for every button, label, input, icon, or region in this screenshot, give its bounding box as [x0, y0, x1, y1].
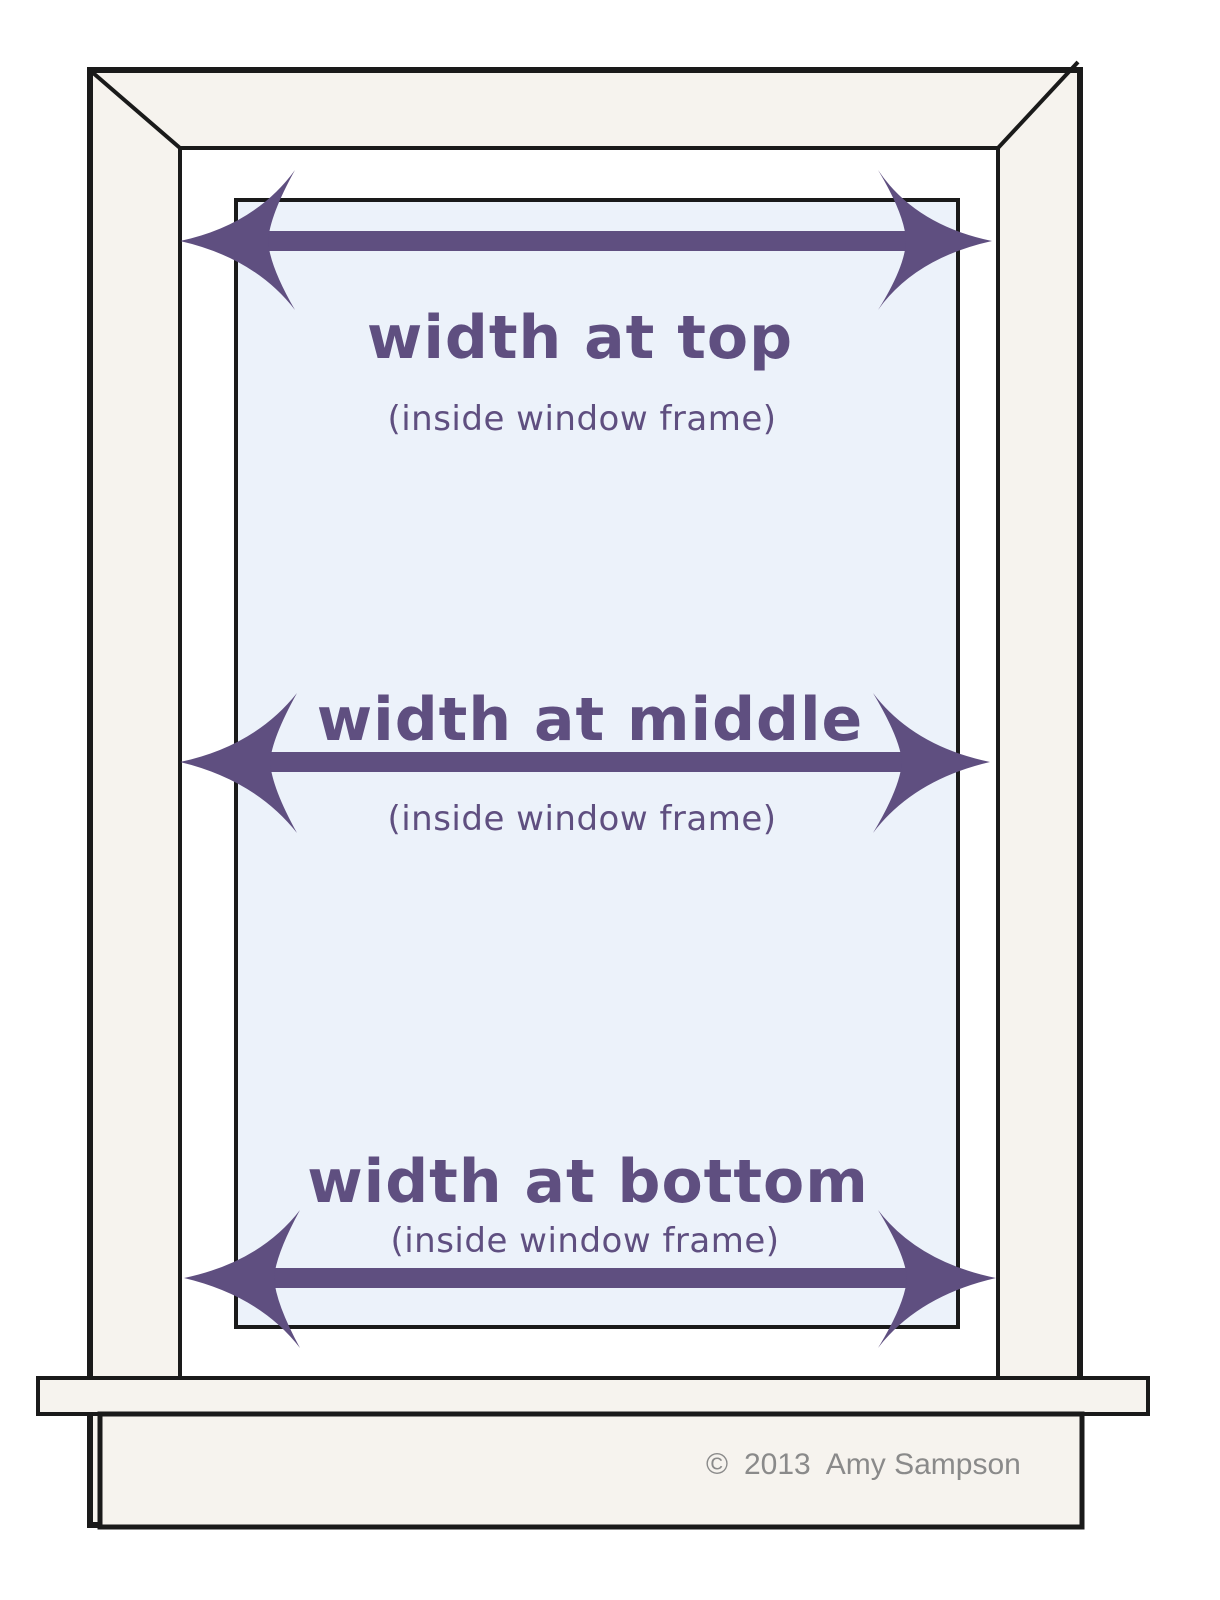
mitre-right: [996, 60, 1080, 150]
copyright: © 2013 Amy Sampson: [706, 1448, 1021, 1481]
arrow-top-right-head: [878, 170, 992, 310]
arrow-middle: [180, 693, 990, 833]
arrow-bottom-shaft: [245, 1268, 950, 1288]
arrow-top-shaft: [240, 231, 945, 251]
copyright-text: 2013 Amy Sampson: [744, 1448, 1021, 1481]
mitre-left: [90, 70, 182, 150]
apron: [97, 1411, 1085, 1530]
label-middle-subtitle: (inside window frame): [387, 799, 776, 839]
sill-board: [36, 1376, 1150, 1416]
label-bottom-subtitle: (inside window frame): [390, 1221, 779, 1261]
arrow-bottom-right-head: [878, 1210, 996, 1348]
label-top-subtitle: (inside window frame): [387, 399, 776, 439]
label-bottom-title: width at bottom: [307, 1147, 869, 1217]
copyright-symbol: ©: [706, 1448, 728, 1481]
arrow-middle-left-head: [180, 693, 297, 833]
arrow-middle-shaft: [240, 752, 945, 772]
arrow-top: [180, 170, 992, 310]
arrow-bottom-left-head: [184, 1210, 300, 1348]
label-middle-title: width at middle: [317, 685, 864, 755]
arrow-bottom: [184, 1210, 996, 1348]
arrow-middle-right-head: [873, 693, 990, 833]
window-sill: [36, 1376, 1150, 1530]
arrow-top-left-head: [180, 170, 295, 310]
label-top-title: width at top: [367, 303, 793, 373]
